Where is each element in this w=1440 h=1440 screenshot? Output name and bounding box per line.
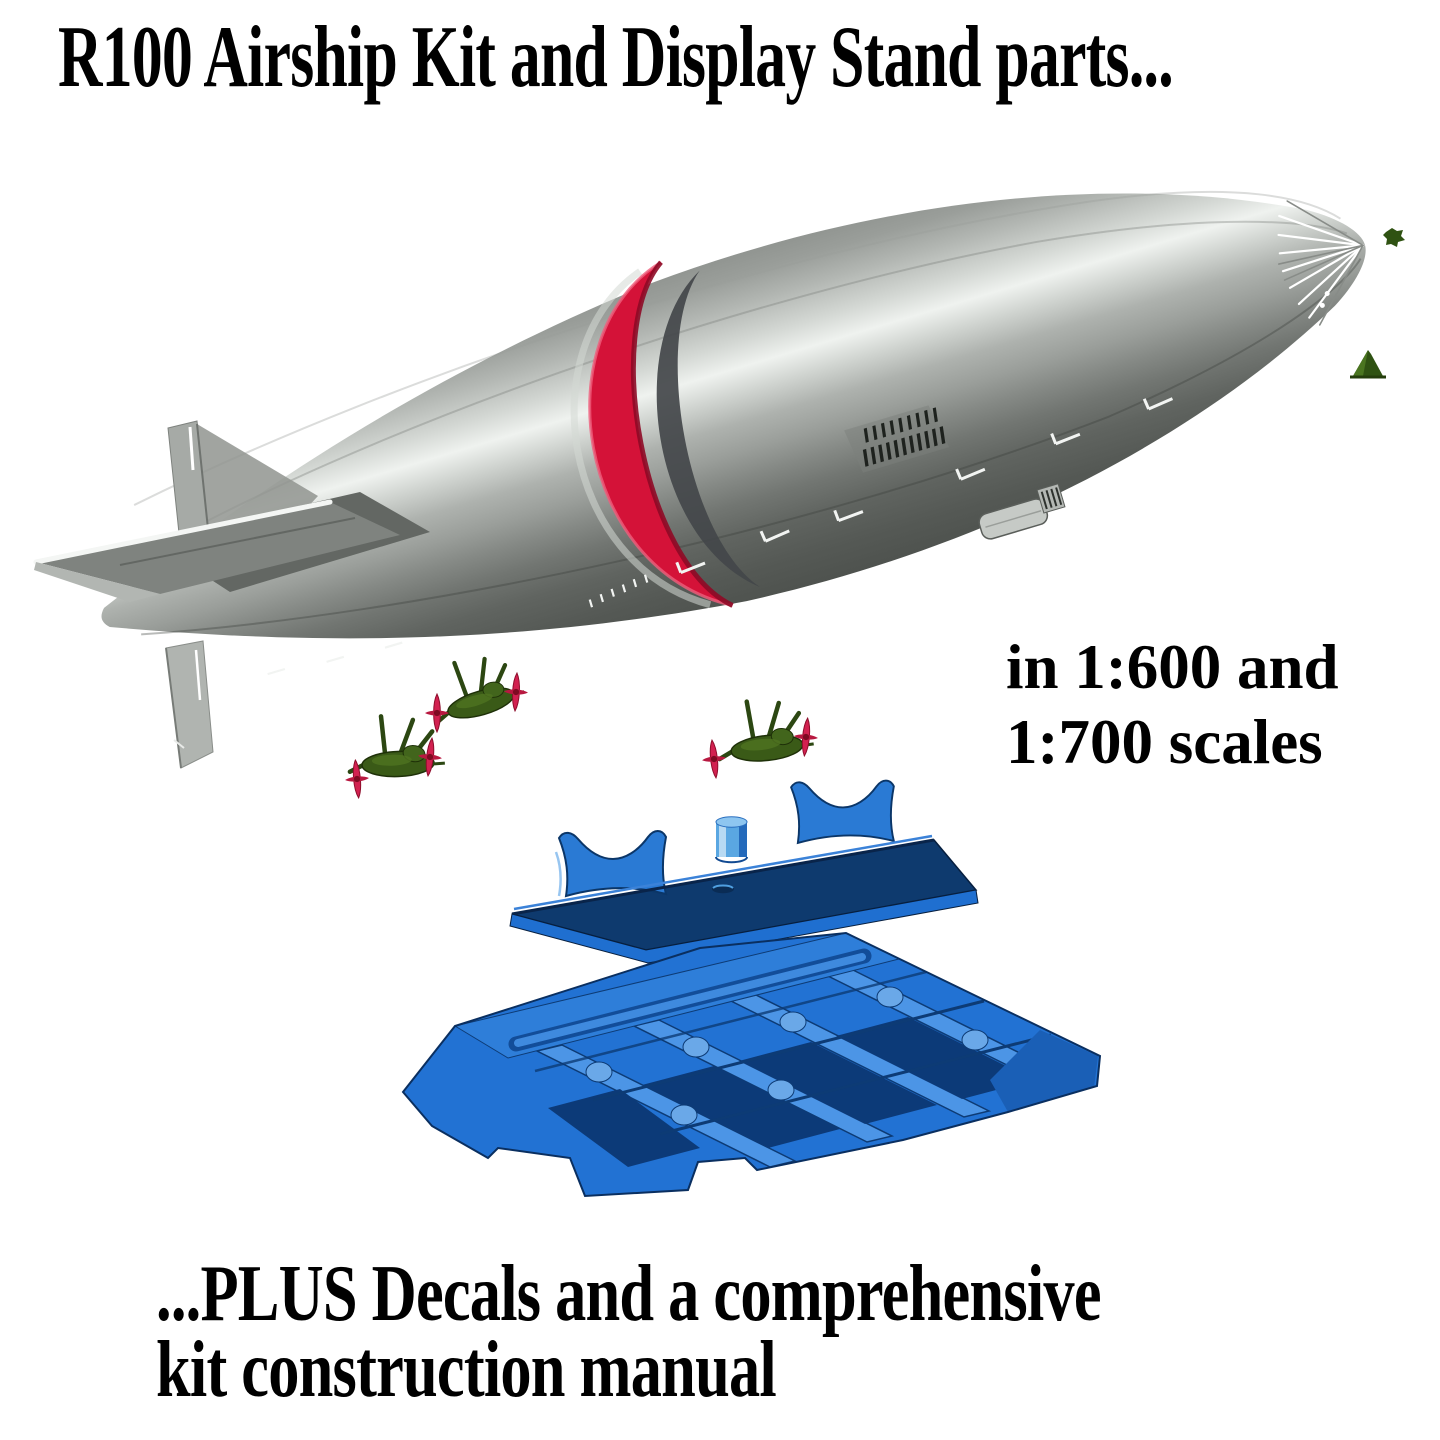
bow-mooring-lines — [1277, 200, 1365, 326]
stand-base-cells — [548, 1017, 1034, 1167]
tail-fins — [33, 420, 430, 769]
stand-base — [402, 932, 1101, 1197]
plate-peg-hole — [712, 884, 734, 894]
stand-base-end-face — [990, 1030, 1098, 1112]
bow-fittings — [1350, 228, 1405, 379]
hull-vent-grille — [844, 405, 950, 473]
stand-base-notches — [585, 986, 989, 1126]
scale-note-line2: 1:700 scales — [1006, 706, 1323, 777]
page-title: R100 Airship Kit and Display Stand parts… — [58, 9, 1174, 106]
red-band-inner-rim — [630, 260, 734, 608]
tail-fin-port — [33, 492, 430, 602]
stand-base-rim — [453, 933, 901, 1059]
scale-note: in 1:600 and 1:700 scales — [1006, 630, 1339, 780]
hull-hatch-marks — [267, 397, 1174, 676]
stand-peg — [715, 816, 748, 864]
scale-note-line1: in 1:600 and — [1006, 632, 1339, 702]
bow-mooring-fitting — [1383, 228, 1405, 247]
engine-gondolas — [349, 656, 817, 791]
stand-top-plate-assembly — [509, 779, 979, 964]
hull-panel-lines — [129, 190, 1362, 636]
footer-note-line1: ...PLUS Decals and a comprehensive — [156, 1250, 1102, 1338]
propeller — [424, 693, 450, 733]
bow-cone-part — [1350, 350, 1386, 379]
stand-cradle-right — [790, 779, 895, 844]
hull-joint-recess — [656, 270, 761, 588]
propellers — [342, 671, 821, 800]
stand-base-seams — [534, 970, 1052, 1136]
tail-fin-lower — [165, 640, 214, 769]
hull-joint-assembly — [570, 260, 761, 609]
stand-plate-edge — [509, 889, 979, 964]
footer-note: ...PLUS Decals and a comprehensive kit c… — [156, 1250, 1102, 1414]
footer-note-line2: kit construction manual — [156, 1326, 777, 1414]
red-joining-band — [589, 262, 733, 606]
control-car — [978, 483, 1066, 540]
propeller — [502, 671, 530, 713]
propeller — [699, 738, 729, 780]
plate-far-lip — [513, 834, 933, 911]
red-band-highlight — [588, 260, 733, 607]
hull-section-rim — [570, 268, 712, 609]
